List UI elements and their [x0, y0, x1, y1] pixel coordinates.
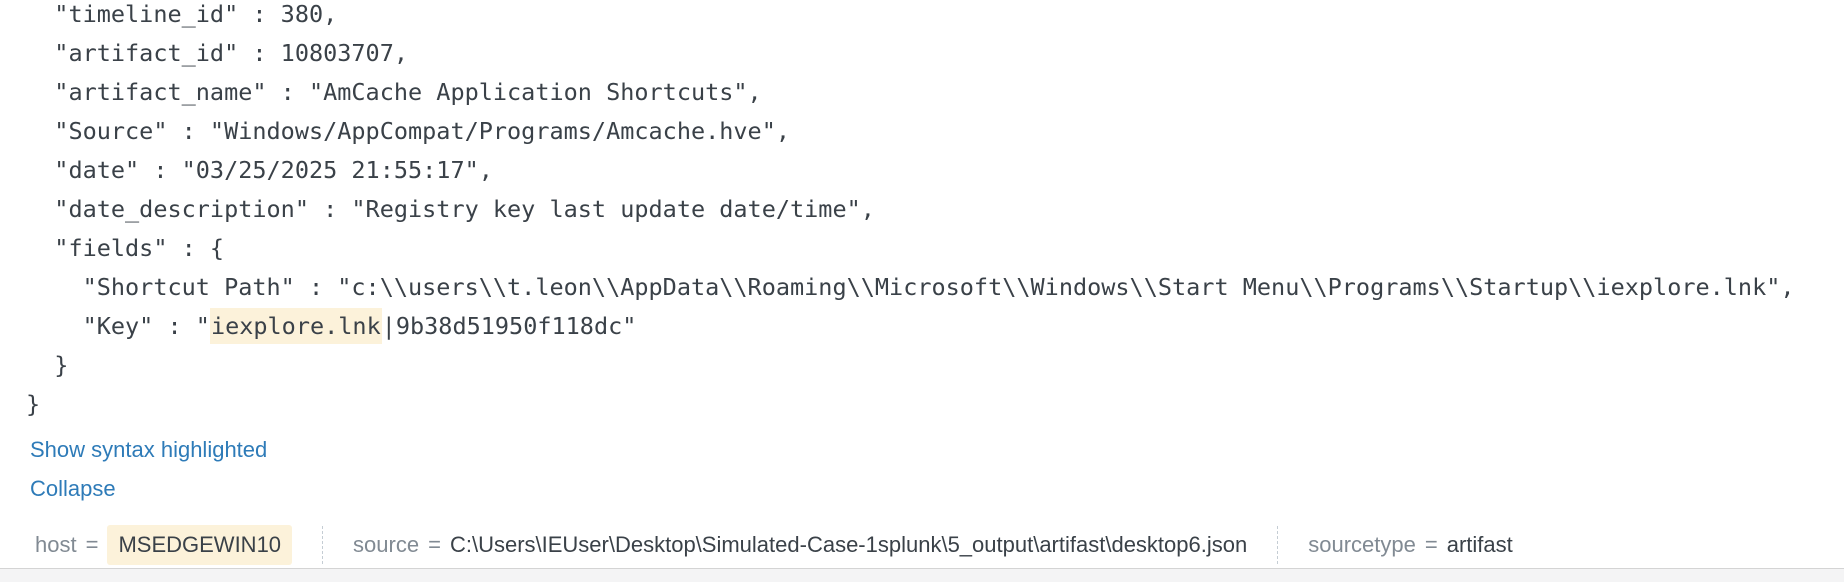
json-text: "Source" : "Windows/AppCompat/Programs/A…: [26, 117, 791, 145]
collapse-link[interactable]: Collapse: [30, 476, 116, 501]
json-text: "artifact_id" : 10803707,: [26, 39, 409, 67]
event-field-host: host = MSEDGEWIN10: [35, 525, 293, 565]
json-text: "artifact_name" : "AmCache Application S…: [26, 78, 762, 106]
json-text: |9b38d51950f118dc": [381, 312, 637, 340]
field-label: source: [353, 532, 420, 557]
event-action-links: Show syntax highlighted Collapse: [0, 430, 1844, 508]
json-text: }: [26, 351, 69, 379]
event-raw-json: "timeline_id" : 380, "artifact_id" : 108…: [26, 0, 1844, 424]
field-label: host: [35, 532, 77, 557]
next-event-row-edge: [0, 568, 1844, 582]
json-line: "Source" : "Windows/AppCompat/Programs/A…: [26, 112, 1844, 151]
json-line: "Shortcut Path" : "c:\\users\\t.leon\\Ap…: [26, 268, 1844, 307]
json-text: "Key" : ": [26, 312, 210, 340]
event-fields-bar: host = MSEDGEWIN10 source = C:\Users\IEUser\D…: [0, 522, 1844, 568]
json-line: "Key" : "iexplore.lnk|9b38d51950f118dc": [26, 307, 1844, 346]
json-line: "artifact_name" : "AmCache Application S…: [26, 73, 1844, 112]
field-value[interactable]: MSEDGEWIN10: [107, 525, 293, 565]
field-value[interactable]: artifast: [1446, 532, 1513, 557]
json-line: "fields" : {: [26, 229, 1844, 268]
json-line: }: [26, 346, 1844, 385]
event-field-sourcetype: sourcetype = artifast: [1308, 532, 1513, 558]
json-line: "date" : "03/25/2025 21:55:17",: [26, 151, 1844, 190]
json-line: }: [26, 385, 1844, 424]
field-value[interactable]: C:\Users\IEUser\Desktop\Simulated-Case-1…: [449, 532, 1248, 557]
field-label: sourcetype: [1308, 532, 1416, 557]
field-equals: =: [1424, 532, 1438, 557]
json-text: "date_description" : "Registry key last …: [26, 195, 875, 223]
show-syntax-highlighted-link[interactable]: Show syntax highlighted: [30, 437, 268, 462]
field-equals: =: [428, 532, 441, 557]
event-field-source: source = C:\Users\IEUser\Desktop\Simulated…: [353, 532, 1247, 558]
search-term-highlight: iexplore.lnk: [209, 308, 382, 344]
json-text: "fields" : {: [26, 234, 225, 262]
field-divider: [322, 526, 324, 564]
json-text: "Shortcut Path" : "c:\\users\\t.leon\\Ap…: [26, 273, 1795, 301]
json-line: "artifact_id" : 10803707,: [26, 34, 1844, 73]
json-text: "timeline_id" : 380,: [26, 0, 338, 28]
field-divider: [1277, 526, 1279, 564]
json-text: "date" : "03/25/2025 21:55:17",: [26, 156, 493, 184]
json-line: "timeline_id" : 380,: [26, 0, 1844, 34]
json-text: }: [26, 390, 41, 418]
json-line: "date_description" : "Registry key last …: [26, 190, 1844, 229]
field-equals: =: [85, 532, 99, 557]
